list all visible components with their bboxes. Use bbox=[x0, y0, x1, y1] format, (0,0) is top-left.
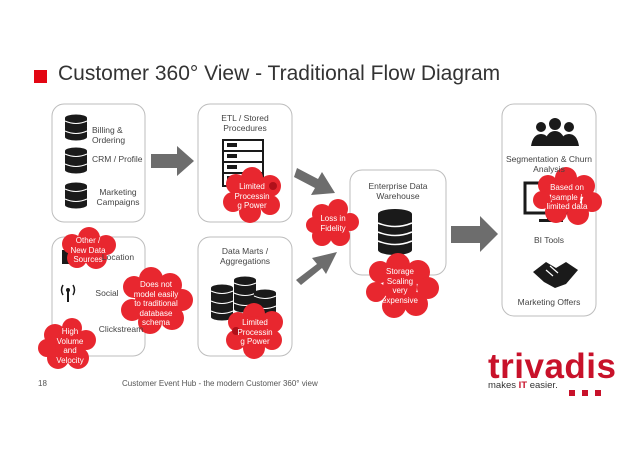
gear-icons bbox=[232, 182, 277, 335]
tagline-it: IT bbox=[518, 380, 528, 391]
warehouse-db-icon bbox=[377, 208, 413, 256]
arrow-marts-to-edw bbox=[296, 252, 337, 285]
edw-title: Enterprise Data Warehouse bbox=[368, 181, 428, 201]
flow-arrows bbox=[151, 146, 498, 285]
handshake-icon bbox=[533, 262, 578, 288]
cloud-limited-marts-text: Limited Processin g Power bbox=[237, 318, 273, 346]
cloud-not-modeled bbox=[121, 267, 193, 334]
cloud-other-sources bbox=[62, 227, 116, 269]
trivadis-logo: trivadis bbox=[488, 347, 617, 386]
gear-icon bbox=[232, 327, 240, 335]
arrow-sources-to-etl bbox=[151, 146, 194, 176]
cloud-sample-data bbox=[533, 167, 602, 225]
etl-title: ETL / Stored Procedures bbox=[221, 113, 269, 133]
page-number: 18 bbox=[38, 379, 47, 388]
location-label: Location bbox=[101, 252, 135, 262]
crm-label: CRM / Profile bbox=[92, 154, 143, 164]
title-bullet bbox=[34, 70, 47, 83]
segmentation-label: Segmentation & Churn Analysis bbox=[506, 154, 592, 174]
page-title: Customer 360° View - Traditional Flow Di… bbox=[58, 62, 501, 85]
social-label: Social bbox=[95, 288, 119, 298]
bi-tools-label: BI Tools bbox=[533, 235, 565, 245]
cloud-not-modeled-text: Does not model easily to traditional dat… bbox=[133, 280, 179, 327]
clickstream-label: Clickstream bbox=[98, 324, 144, 334]
cloud-shapes bbox=[38, 167, 602, 369]
gear-icon bbox=[269, 182, 277, 190]
cloud-storage-scaling-text: Storage Scaling very expensive bbox=[381, 267, 419, 305]
arrow-etl-to-edw bbox=[294, 168, 335, 195]
cloud-loss-fidelity bbox=[306, 199, 359, 246]
marketing-offers-label: Marketing Offers bbox=[517, 297, 581, 307]
datamarts-title: Data Marts / Aggregations bbox=[219, 246, 271, 266]
cloud-high-volume-text: High Volume and Velocity bbox=[56, 327, 84, 365]
crm-db-icon bbox=[64, 147, 88, 174]
billing-label: Billing & Ordering bbox=[92, 125, 126, 145]
cloud-other-sources-text: Other / New Data Sources bbox=[70, 236, 106, 264]
location-pin-icon bbox=[62, 250, 72, 264]
footer-caption: Customer Event Hub - the modern Customer… bbox=[122, 379, 318, 388]
cloud-storage-scaling bbox=[366, 253, 439, 318]
cloud-limited-etl bbox=[223, 167, 281, 223]
tagline-post: easier. bbox=[527, 380, 558, 391]
cloud-loss-fidelity-text: Loss in Fidelity bbox=[320, 214, 346, 233]
cloud-sample-data-text: Based on sample / limited data bbox=[546, 183, 588, 211]
cloud-high-volume bbox=[38, 318, 96, 369]
antenna-icon bbox=[60, 284, 76, 302]
arrow-edw-to-outputs bbox=[451, 216, 498, 252]
billing-db-icon bbox=[64, 114, 88, 141]
marketing-db-icon bbox=[64, 182, 88, 209]
cloud-limited-etl-text: Limited Processin g Power bbox=[234, 182, 270, 210]
marketing-label: Marketing Campaigns bbox=[96, 187, 140, 207]
users-group-icon bbox=[531, 118, 579, 146]
brand-dots bbox=[562, 383, 601, 401]
tagline-pre: makes bbox=[488, 380, 519, 391]
brand-tagline: makes IT easier. bbox=[488, 380, 558, 391]
cloud-limited-marts bbox=[226, 303, 283, 359]
